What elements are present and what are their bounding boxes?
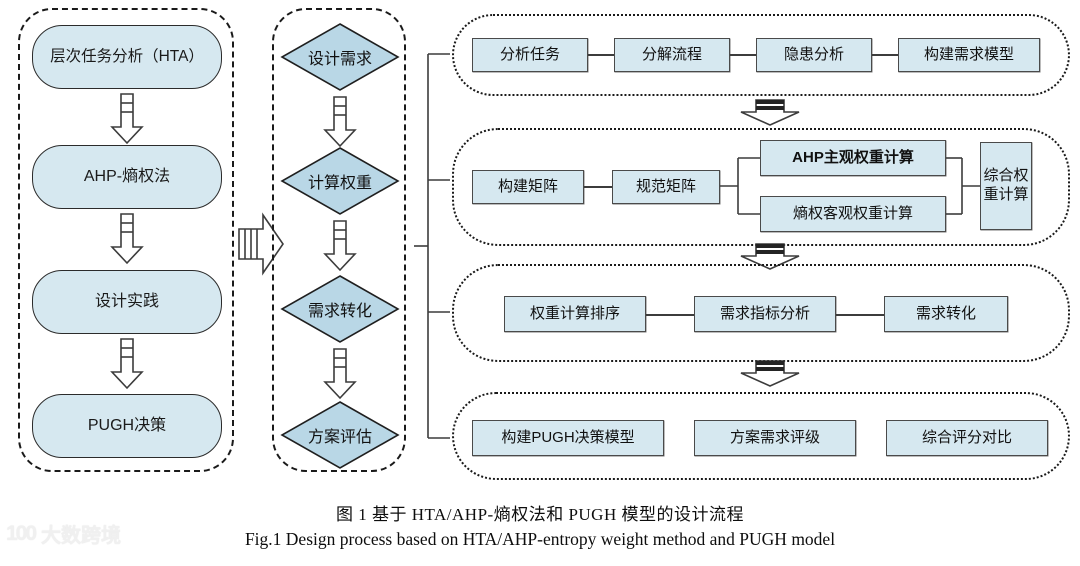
stages-to-details-bracket — [414, 53, 450, 439]
detail-3-step-2[interactable]: 需求指标分析 — [694, 296, 836, 332]
detail-4-step-1[interactable]: 构建PUGH决策模型 — [472, 420, 664, 456]
method-node-pugh[interactable]: PUGH决策 — [32, 394, 222, 458]
detail-2-step-1[interactable]: 构建矩阵 — [472, 170, 584, 204]
stages-down-arrow-1 — [323, 96, 357, 148]
detail-1-step-1-label: 分析任务 — [499, 46, 560, 64]
stage-node-calc-weight[interactable]: 计算权重 — [280, 146, 400, 216]
figure-caption-cn: 图 1 基于 HTA/AHP-熵权法和 PUGH 模型的设计流程 — [335, 505, 744, 524]
method-node-design-practice-label: 设计实践 — [94, 293, 159, 311]
method-node-ahp-entropy[interactable]: AHP-熵权法 — [32, 145, 222, 209]
detail-3-connector-2 — [836, 314, 884, 316]
detail-4-step-3-label: 综合评分对比 — [921, 429, 1012, 447]
method-node-pugh-label: PUGH决策 — [87, 417, 167, 435]
stages-down-arrow-3 — [323, 348, 357, 400]
detail-4-step-2-label: 方案需求评级 — [729, 429, 820, 447]
detail-1-step-3[interactable]: 隐患分析 — [756, 38, 872, 72]
detail-1-step-3-label: 隐患分析 — [783, 46, 844, 64]
detail-2-branch-1-label: AHP主观权重计算 — [792, 149, 914, 167]
methods-down-arrow-2 — [110, 213, 144, 265]
detail-2-step-1-label: 构建矩阵 — [497, 178, 558, 196]
method-node-design-practice[interactable]: 设计实践 — [32, 270, 222, 334]
detail-1-step-4-label: 构建需求模型 — [923, 46, 1014, 64]
methods-down-arrow-1 — [110, 93, 144, 145]
method-node-ahp-entropy-label: AHP-熵权法 — [83, 168, 171, 186]
detail-2-connector-1 — [584, 186, 612, 188]
detail-2-merge-node-label: 综合权重计算 — [983, 167, 1029, 203]
detail-2-branch-2-label: 熵权客观权重计算 — [792, 205, 913, 223]
detail-4-step-3[interactable]: 综合评分对比 — [886, 420, 1048, 456]
detail-1-step-1[interactable]: 分析任务 — [472, 38, 588, 72]
watermark-text: 大数跨境 — [41, 525, 122, 547]
detail-1-step-2[interactable]: 分解流程 — [614, 38, 730, 72]
detail-group-arrow-1 — [740, 99, 800, 126]
detail-group-arrow-3 — [740, 360, 800, 387]
method-node-hta[interactable]: 层次任务分析（HTA） — [32, 25, 222, 89]
detail-2-split-bracket — [720, 157, 760, 215]
detail-4-step-1-label: 构建PUGH决策模型 — [501, 429, 635, 447]
method-node-hta-label: 层次任务分析（HTA） — [50, 48, 204, 66]
methods-down-arrow-3 — [110, 338, 144, 390]
detail-1-connector-3 — [872, 54, 898, 56]
methods-column-container — [18, 8, 234, 472]
detail-4-step-2[interactable]: 方案需求评级 — [694, 420, 856, 456]
detail-2-branch-1[interactable]: AHP主观权重计算 — [760, 140, 946, 176]
detail-2-merge-node[interactable]: 综合权重计算 — [980, 142, 1032, 230]
stages-column-container — [272, 8, 406, 472]
detail-3-step-2-label: 需求指标分析 — [719, 305, 810, 323]
detail-group-1-container — [452, 14, 1070, 96]
detail-1-connector-2 — [730, 54, 756, 56]
stage-node-requirement-transform[interactable]: 需求转化 — [280, 274, 400, 344]
detail-1-step-2-label: 分解流程 — [641, 46, 702, 64]
detail-3-step-3[interactable]: 需求转化 — [884, 296, 1008, 332]
detail-2-step-2[interactable]: 规范矩阵 — [612, 170, 720, 204]
detail-2-merge-bracket — [946, 157, 980, 215]
detail-group-arrow-2 — [740, 243, 800, 270]
detail-3-step-1[interactable]: 权重计算排序 — [504, 296, 646, 332]
watermark: 100 大数跨境 — [6, 519, 121, 548]
detail-1-connector-1 — [588, 54, 614, 56]
detail-3-step-1-label: 权重计算排序 — [529, 305, 620, 323]
detail-3-connector-1 — [646, 314, 694, 316]
detail-2-step-2-label: 规范矩阵 — [635, 178, 696, 196]
detail-1-step-4[interactable]: 构建需求模型 — [898, 38, 1040, 72]
stage-node-design-requirement[interactable]: 设计需求 — [280, 22, 400, 92]
stages-down-arrow-2 — [323, 220, 357, 272]
detail-2-branch-2[interactable]: 熵权客观权重计算 — [760, 196, 946, 232]
watermark-mark-icon: 100 — [6, 521, 37, 545]
detail-3-step-3-label: 需求转化 — [915, 305, 976, 323]
detail-group-4-container — [452, 392, 1070, 480]
figure-caption-en: Fig.1 Design process based on HTA/AHP-en… — [244, 529, 836, 549]
stage-node-scheme-evaluation[interactable]: 方案评估 — [280, 400, 400, 470]
